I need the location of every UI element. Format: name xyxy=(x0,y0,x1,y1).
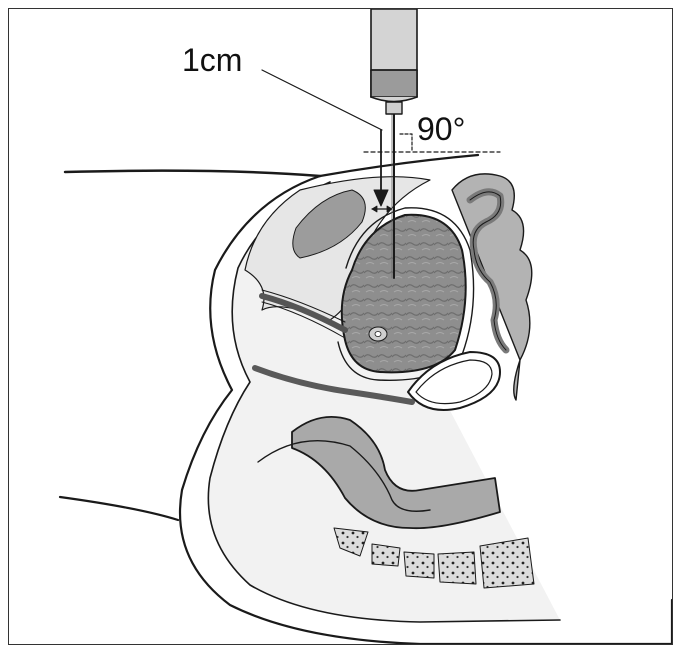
skin-contour-lower xyxy=(60,497,178,520)
right-angle-marker xyxy=(400,134,412,152)
syringe xyxy=(371,9,417,114)
skin-contour-abdomen xyxy=(320,155,478,176)
angle-label: 90° xyxy=(417,113,465,145)
distance-label: 1cm xyxy=(182,44,242,76)
label-leader-line xyxy=(262,70,382,130)
skin-contour-upper xyxy=(65,171,320,176)
